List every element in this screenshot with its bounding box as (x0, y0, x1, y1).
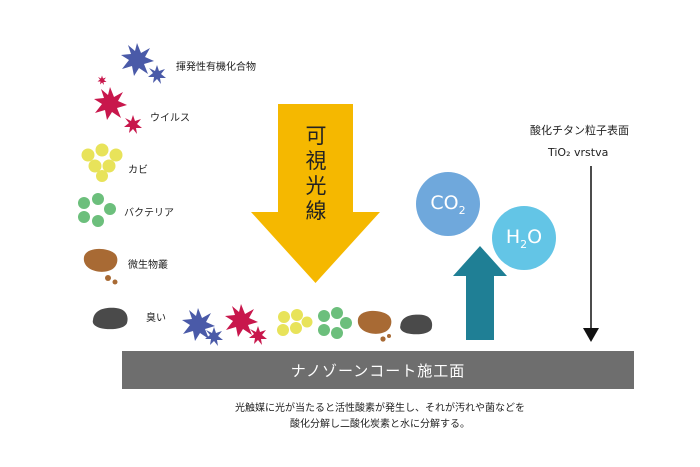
legend-label-bacteria: バクテリア (124, 208, 174, 219)
co2-molecule (416, 172, 480, 236)
legend-label-dust: 微生物叢 (128, 260, 168, 271)
description-line-2: 酸化分解し二酸化炭素と水に分解する。 (290, 419, 470, 430)
surface-title: 酸化チタン粒子表面 (530, 124, 629, 137)
mold-icon (81, 143, 123, 182)
odor-icon (92, 307, 128, 330)
surface-pointer-arrow (583, 166, 599, 342)
surface-subtitle: TiO₂ vrstva (548, 146, 609, 159)
legend-label-odor: 臭い (146, 313, 166, 324)
legend-label-virus: ウイルス (150, 113, 190, 124)
visible-light-char: 光 (305, 174, 327, 198)
coated-surface-label: ナノゾーンコート施工面 (290, 361, 466, 380)
visible-light-arrow (251, 104, 380, 283)
visible-light-label: 可 視 光 線 (300, 124, 332, 224)
legend-label-voc: 揮発性有機化合物 (176, 62, 256, 73)
visible-light-char: 線 (305, 199, 327, 223)
dust-icon (83, 248, 118, 285)
h2o-label: H2O (492, 226, 556, 251)
surface-particles (182, 304, 433, 346)
h2o-subscript: 2 (520, 237, 528, 251)
bacteria-icon (78, 193, 116, 227)
dust-icon (357, 310, 392, 342)
co2-subscript: 2 (458, 203, 466, 217)
h2o-main-text: H (505, 226, 521, 248)
legend-label-mold: カビ (128, 165, 148, 176)
voc-icon (182, 308, 223, 346)
bacteria-icon (318, 307, 352, 339)
h2o-tail-text: O (527, 226, 543, 248)
virus-icon (225, 304, 267, 345)
mold-icon (277, 309, 313, 336)
virus-icon (94, 75, 142, 134)
h2o-molecule (492, 206, 556, 270)
upward-arrow (453, 246, 507, 340)
visible-light-char: 可 (305, 124, 327, 148)
odor-icon (400, 314, 433, 335)
description-line-1: 光触媒に光が当たると活性酸素が発生し、それが汚れや菌などを (235, 403, 525, 414)
co2-main-text: CO (430, 192, 459, 214)
coated-surface-bar: ナノゾーンコート施工面 (122, 351, 634, 389)
co2-label: CO2 (416, 192, 480, 217)
voc-icon (121, 43, 166, 84)
visible-light-char: 視 (305, 149, 327, 173)
